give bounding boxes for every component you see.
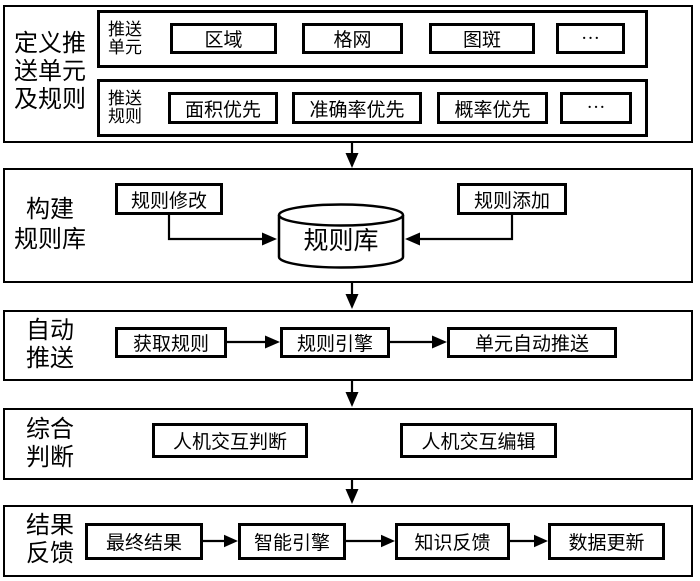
section-auto-push-label: 自动 推送 [26, 318, 74, 372]
node-region: 区域 [170, 23, 277, 54]
node-probability-priority: 概率优先 [437, 92, 548, 124]
node-smart-engine: 智能引擎 [238, 523, 346, 560]
node-hci-judge: 人机交互判断 [152, 423, 308, 458]
node-accuracy-priority: 准确率优先 [292, 92, 422, 124]
node-area-priority: 面积优先 [168, 92, 278, 124]
section-judgment [3, 408, 693, 480]
section-define-label: 定义推 送单元 及规则 [14, 31, 86, 113]
section-feedback-label: 结果 反馈 [26, 513, 74, 567]
arrowhead-s3-s4 [345, 392, 359, 407]
push-unit-row-label: 推送 单元 [108, 20, 142, 57]
section-judgment-label: 综合 判断 [26, 417, 74, 471]
node-grid: 格网 [302, 23, 403, 54]
node-final-result: 最终结果 [85, 523, 203, 560]
node-patch: 图斑 [429, 23, 535, 54]
node-data-update: 数据更新 [548, 523, 665, 560]
node-get-rules: 获取规则 [115, 327, 227, 358]
push-rule-row-label: 推送 规则 [108, 89, 142, 126]
node-rule-modify: 规则修改 [115, 183, 223, 215]
node-unit-auto-push: 单元自动推送 [447, 327, 617, 358]
node-hci-edit: 人机交互编辑 [400, 423, 557, 458]
section-build-label: 构建 规则库 [14, 197, 86, 253]
node-rule-ellipsis: ··· [560, 92, 632, 124]
arrowhead-s1-s2 [345, 153, 359, 168]
node-rule-add: 规则添加 [457, 183, 567, 215]
node-knowledge-feedback: 知识反馈 [395, 523, 510, 560]
arrowhead-s2-s3 [345, 294, 359, 309]
node-rule-library: 规则库 [303, 228, 379, 255]
node-rule-engine: 规则引擎 [280, 327, 390, 358]
arrowhead-s4-s5 [345, 489, 359, 504]
node-unit-ellipsis: ··· [556, 23, 625, 54]
